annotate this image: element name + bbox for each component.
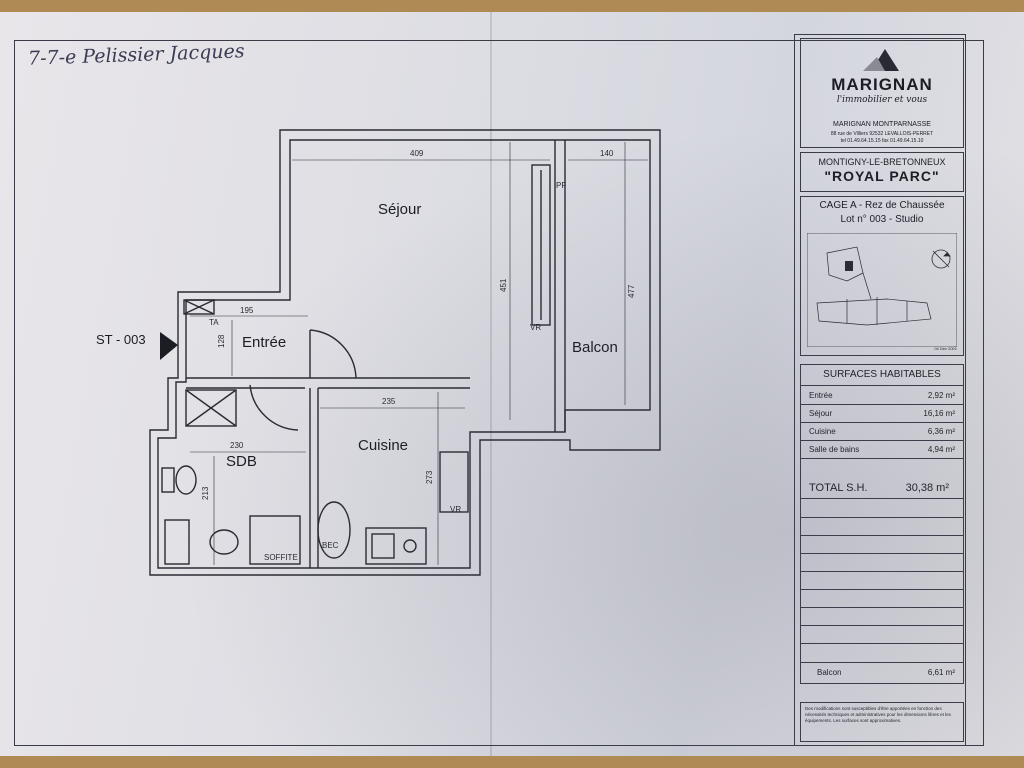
surface-row: Cuisine 6,36 m² [801,422,963,441]
water-heater [317,501,351,559]
dim-sejour-width: 409 [410,149,424,158]
washbasin [209,529,239,555]
dim-cuisine-width: 235 [382,397,396,406]
blank-row [801,553,963,572]
blank-row [801,517,963,536]
soffite [249,515,301,565]
blank-row [801,571,963,590]
blank-row [801,499,963,518]
marignan-logo-icon [863,49,899,71]
blank-row [801,625,963,644]
surfaces-box: SURFACES HABITABLES Entrée 2,92 m² Séjou… [800,364,964,684]
balcon-row: Balcon 6,61 m² [801,662,963,681]
site-plan-date: 04 Déc 2001 [934,346,957,351]
total-label: TOTAL S.H. [809,482,868,494]
brand-tagline: l'immobilier et vous [836,95,928,105]
surface-value: 4,94 m² [927,445,955,454]
lot-cage: CAGE A - Rez de Chaussée [819,200,945,211]
room-sdb: SDB [226,453,257,470]
entrance-arrow [160,332,178,360]
surface-value: 2,92 m² [927,391,955,400]
dim-sejour-depth: 451 [499,278,508,292]
dim-sdb-width: 230 [230,441,244,450]
paper-sheet [0,12,1024,756]
surface-value: 6,36 m² [927,427,955,436]
project-box: MONTIGNY-LE-BRETONNEUX "ROYAL PARC" [800,152,964,192]
brand-name: MARIGNAN [831,75,933,94]
dim-balcon-depth: 477 [627,284,636,298]
sdb-door [249,384,299,431]
drawing-frame [14,40,984,746]
kitchen-window [439,451,469,513]
north-arrow-icon [931,249,951,269]
tag-pf: PF [556,181,566,190]
tag-vr-cuisine: VR [450,505,461,514]
blank-row [801,589,963,608]
room-balcon: Balcon [572,339,618,356]
project-name: "ROYAL PARC" [824,168,940,184]
balcon-value: 6,61 m² [927,668,955,677]
outer-wall [149,129,661,576]
kitchen-sink [365,527,427,565]
toilet [175,465,197,495]
total-value: 30,38 m² [905,482,949,494]
site-plan [807,233,957,347]
surface-label: Cuisine [809,427,836,436]
surface-row: Salle de bains 4,94 m² [801,440,963,459]
ta-box [183,299,215,315]
tag-bec: BEC [322,541,339,550]
project-city: MONTIGNY-LE-BRETONNEUX [818,157,946,167]
title-block [794,34,966,746]
room-entree: Entrée [242,334,286,351]
agency-phones: tel 01.49.64.15.15 fax 01.49.64.15.10 [840,138,924,144]
surfaces-title: SURFACES HABITABLES [801,369,963,386]
brand-box: MARIGNAN l'immobilier et vous MARIGNAN M… [800,38,964,148]
room-cuisine: Cuisine [358,437,408,454]
dim-balcon-width: 140 [600,149,614,158]
surface-label: Entrée [809,391,833,400]
dim-cuisine-depth: 273 [425,470,434,484]
tag-vr-sejour: VR [530,323,541,332]
dim-entree-depth: 128 [217,334,226,348]
agency-name: MARIGNAN MONTPARNASSE [833,121,931,128]
paper-fold [490,12,492,756]
storage [164,519,190,565]
inner-wall [157,139,651,569]
bay-window [531,164,551,326]
shower-tray [185,389,237,427]
room-sejour: Séjour [378,201,421,218]
dim-entree-width: 195 [240,306,254,315]
disclaimer-note: Des modifications sont susceptibles d'êt… [800,702,964,742]
balcon-label: Balcon [817,668,842,677]
tag-soffite: SOFFITE [264,553,298,562]
blank-row [801,607,963,626]
surface-label: Salle de bains [809,445,860,454]
dim-sdb-depth: 213 [201,486,210,500]
surface-value: 16,16 m² [923,409,955,418]
tag-ta: TA [209,318,219,327]
lot-tag: ST - 003 [96,332,146,347]
agency-address: 88 rue de Villiers 92532 LEVALLOIS-PERRE… [830,131,934,137]
surface-label: Séjour [809,409,833,418]
surface-total-row: TOTAL S.H. 30,38 m² [801,478,963,499]
blank-row [801,535,963,554]
surface-row: Séjour 16,16 m² [801,404,963,423]
lot-box: CAGE A - Rez de Chaussée Lot n° 003 - St… [800,196,964,356]
surface-row: Entrée 2,92 m² [801,386,963,405]
lot-number: Lot n° 003 - Studio [840,214,924,225]
entry-door [309,329,357,379]
